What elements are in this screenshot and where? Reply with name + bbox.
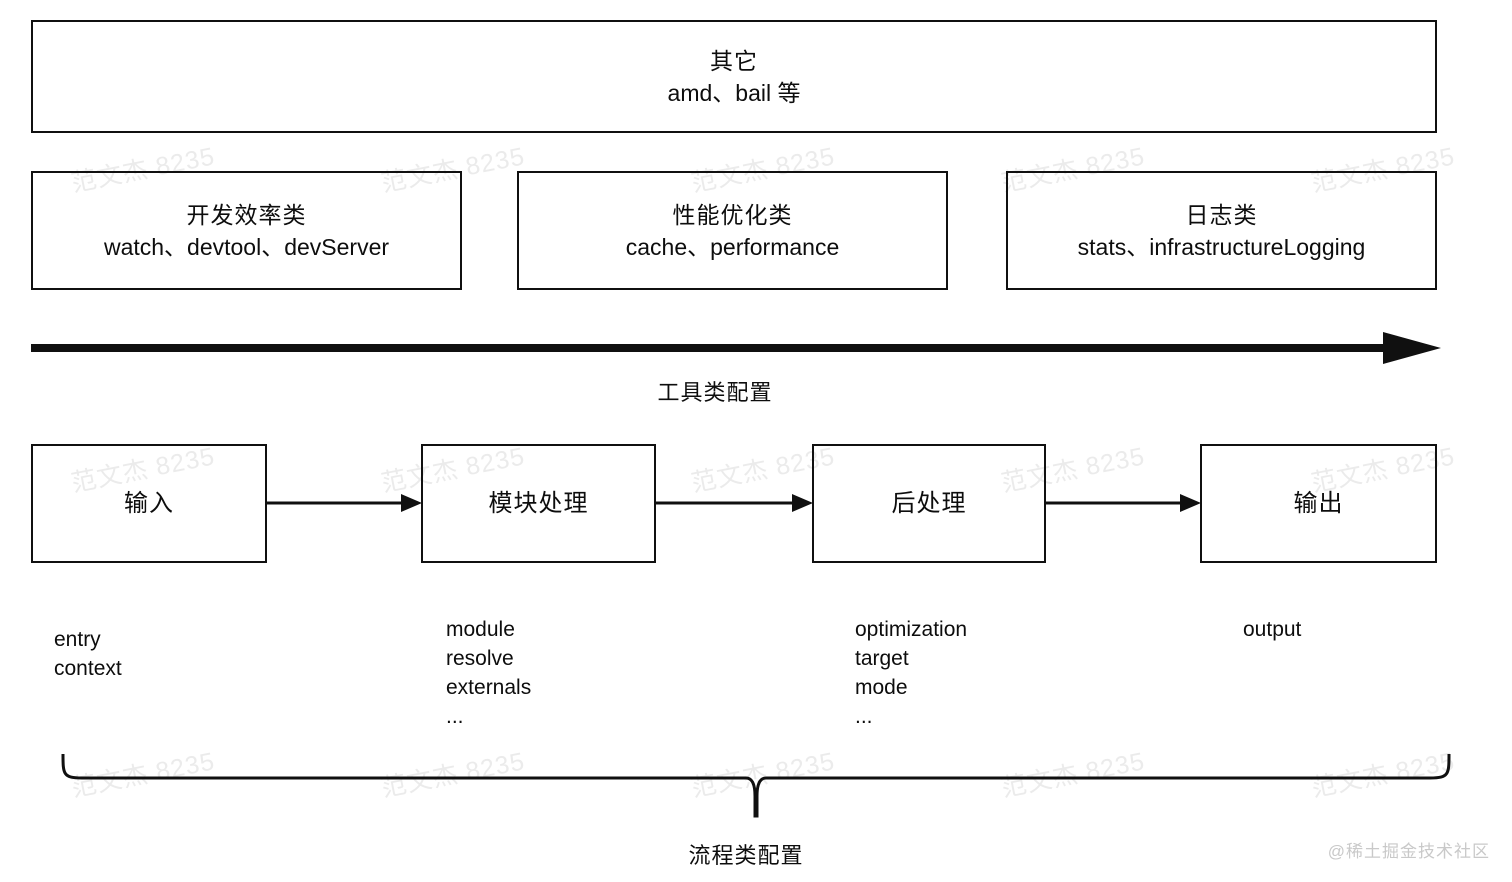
tool-config-arrow-icon: [31, 332, 1441, 364]
option-item: entry: [54, 628, 101, 651]
flow-stage-label: 输入: [124, 489, 174, 517]
category-items: stats、infrastructureLogging: [1077, 233, 1366, 260]
category-box-logging: 日志类 stats、infrastructureLogging: [1006, 171, 1437, 290]
category-box-dev-efficiency: 开发效率类 watch、devtool、devServer: [31, 171, 462, 290]
other-config-box: 其它 amd、bail 等: [31, 20, 1437, 133]
category-items: cache、performance: [625, 233, 840, 260]
flow-stage-input: 输入: [31, 444, 267, 563]
option-item: externals: [446, 676, 532, 699]
category-box-performance: 性能优化类 cache、performance: [517, 171, 948, 290]
flow-stage-post-processing: 后处理: [812, 444, 1046, 563]
option-list-input: entry context: [54, 625, 122, 683]
option-item-ellipsis: ...: [855, 705, 873, 728]
tool-config-arrow-label: 工具类配置: [657, 380, 773, 405]
flow-stage-label: 模块处理: [488, 489, 589, 517]
option-list-post-processing: optimization target mode ...: [855, 615, 967, 731]
category-heading: 日志类: [1185, 201, 1258, 228]
category-heading: 性能优化类: [672, 201, 793, 228]
corner-watermark: @稀土掘金技术社区: [1327, 842, 1490, 861]
flow-connector-arrow-icon: [656, 494, 813, 512]
flow-stage-module-processing: 模块处理: [421, 444, 656, 563]
option-list-output: output: [1243, 615, 1301, 644]
option-list-module: module resolve externals ...: [446, 615, 531, 731]
flow-stage-output: 输出: [1200, 444, 1437, 563]
option-item-ellipsis: ...: [446, 705, 464, 728]
option-item: mode: [855, 676, 908, 699]
option-item: output: [1243, 618, 1302, 641]
option-item: module: [446, 618, 515, 641]
flow-stage-label: 输出: [1293, 489, 1344, 517]
flow-stage-label: 后处理: [891, 489, 967, 517]
other-config-heading: 其它: [710, 47, 758, 74]
flow-connector-arrow-icon: [267, 494, 422, 512]
category-heading: 开发效率类: [186, 201, 307, 228]
category-items: watch、devtool、devServer: [103, 233, 390, 260]
flow-connector-arrow-icon: [1046, 494, 1201, 512]
other-config-items: amd、bail 等: [667, 79, 801, 106]
option-item: optimization: [855, 618, 968, 641]
process-config-brace-label: 流程类配置: [688, 843, 804, 868]
process-config-brace-icon: [61, 753, 1451, 818]
option-item: context: [54, 657, 122, 680]
option-item: resolve: [446, 647, 514, 670]
option-item: target: [855, 647, 909, 670]
